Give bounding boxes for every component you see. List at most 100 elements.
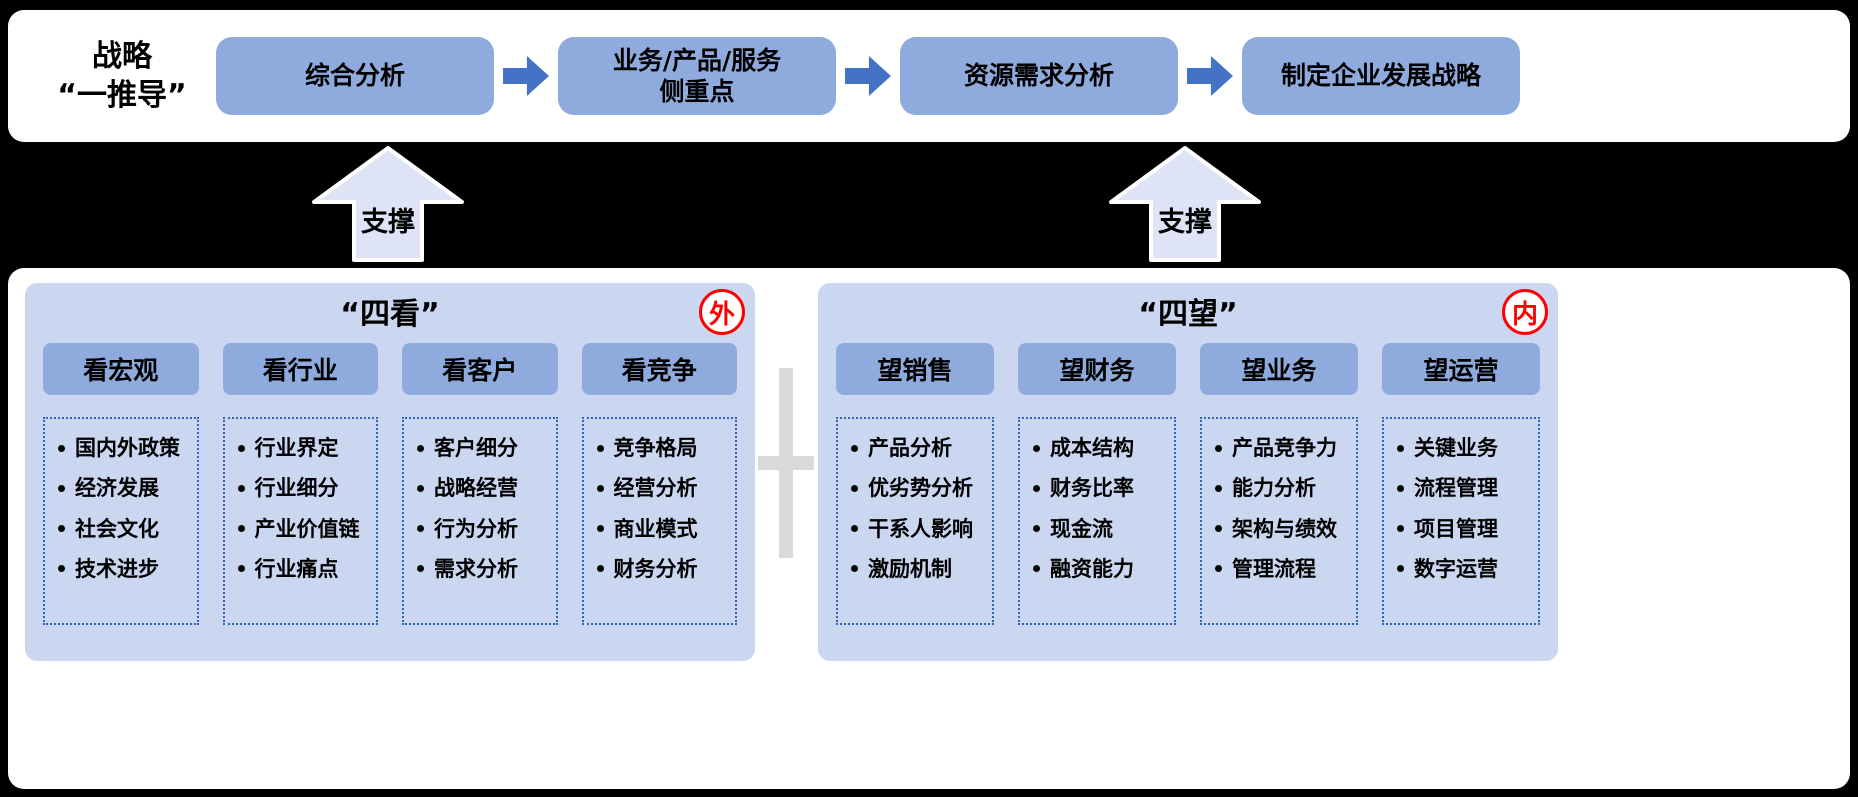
bullet-icon <box>237 525 245 533</box>
column-items: 竞争格局 经营分析 商业模式 财务分析 <box>581 417 737 625</box>
list-item: 产品分析 <box>851 435 986 461</box>
column-items: 客户细分 战略经营 行为分析 需求分析 <box>402 417 558 625</box>
list-item: 经营分析 <box>596 475 730 501</box>
bullet-icon <box>1397 444 1404 452</box>
list-item: 需求分析 <box>417 556 550 582</box>
support-label: 支撑 <box>361 207 415 238</box>
list-item-text: 经营分析 <box>613 476 698 501</box>
bullet-icon <box>851 444 858 452</box>
list-item-text: 激励机制 <box>868 556 952 581</box>
bullet-icon <box>596 444 604 452</box>
bullet-icon <box>1033 484 1040 492</box>
list-item-text: 架构与绩效 <box>1232 516 1337 541</box>
column-items: 产品分析 优劣势分析 干系人影响 激励机制 <box>836 417 994 625</box>
flow-step-resource-demand-analysis: 资源需求分析 <box>900 37 1178 115</box>
list-item: 财务分析 <box>596 556 730 582</box>
strategy-label: 战略 “一推导” <box>36 37 208 115</box>
list-item: 财务比率 <box>1033 475 1168 501</box>
list-item: 产品竞争力 <box>1215 435 1350 461</box>
right-arrow-icon <box>845 56 891 96</box>
bullet-icon <box>417 444 424 452</box>
column-items: 产品竞争力 能力分析 架构与绩效 管理流程 <box>1200 417 1358 625</box>
column-see-competition: 看竞争 竞争格局 经营分析 商业模式 财务分析 <box>581 343 737 625</box>
column-header: 看行业 <box>222 343 378 395</box>
bullet-icon <box>1397 484 1404 492</box>
list-item-text: 经济发展 <box>75 476 159 501</box>
four-looks-columns: 看宏观 国内外政策 经济发展 社会文化 技术进步 看行业 行业界定 行业细分 产… <box>43 343 737 625</box>
bullet-icon <box>58 444 65 452</box>
right-arrow-icon <box>1187 56 1233 96</box>
list-item: 成本结构 <box>1033 435 1168 461</box>
list-item: 行业界定 <box>237 435 371 461</box>
four-views-columns: 望销售 产品分析 优劣势分析 干系人影响 激励机制 望财务 成本结构 财务比率 … <box>836 343 1540 625</box>
list-item: 行业痛点 <box>237 556 371 582</box>
internal-badge: 内 <box>1502 289 1548 335</box>
list-item-text: 产品分析 <box>868 436 952 460</box>
bullet-icon <box>237 484 245 492</box>
list-item-text: 管理流程 <box>1232 556 1316 581</box>
bullet-icon <box>417 525 424 533</box>
bullet-icon <box>58 484 65 492</box>
list-item: 干系人影响 <box>851 516 986 542</box>
external-badge: 外 <box>699 289 745 335</box>
up-arrow-icon <box>1109 146 1261 262</box>
support-label: 支撑 <box>1158 207 1212 238</box>
list-item: 行为分析 <box>417 516 550 542</box>
bullet-icon <box>58 525 65 533</box>
strategy-label-line2: “一推导” <box>57 78 187 113</box>
list-item: 激励机制 <box>851 556 986 582</box>
list-item-text: 行为分析 <box>434 516 518 541</box>
flow-step-business-product-service-focus: 业务/产品/服务 侧重点 <box>558 37 836 115</box>
bullet-icon <box>1033 525 1040 533</box>
column-items: 国内外政策 经济发展 社会文化 技术进步 <box>43 417 199 625</box>
column-header: 望财务 <box>1018 343 1176 395</box>
bullet-icon <box>1215 565 1222 573</box>
list-item-text: 产业价值链 <box>254 516 360 541</box>
bullet-icon <box>417 484 424 492</box>
analysis-section: “四看” 外 看宏观 国内外政策 经济发展 社会文化 技术进步 看行业 行业界定 <box>8 268 1850 789</box>
list-item: 产业价值链 <box>237 516 371 542</box>
list-item-text: 现金流 <box>1050 516 1113 541</box>
list-item: 关键业务 <box>1397 435 1532 461</box>
bullet-icon <box>1033 565 1040 573</box>
list-item-text: 行业痛点 <box>254 556 339 581</box>
strategy-flow-section: 战略 “一推导” 综合分析 业务/产品/服务 侧重点 资源需求分析 制定企业发展… <box>8 10 1850 142</box>
bullet-icon <box>851 525 858 533</box>
column-header: 望业务 <box>1200 343 1358 395</box>
list-item: 商业模式 <box>596 516 730 542</box>
bullet-icon <box>1215 444 1222 452</box>
column-view-operations: 望运营 关键业务 流程管理 项目管理 数字运营 <box>1382 343 1540 625</box>
column-header: 看宏观 <box>43 343 199 395</box>
list-item: 国内外政策 <box>58 435 191 461</box>
four-looks-panel: “四看” 外 看宏观 国内外政策 经济发展 社会文化 技术进步 看行业 行业界定 <box>25 283 755 661</box>
right-arrow-icon <box>503 56 549 96</box>
column-view-business: 望业务 产品竞争力 能力分析 架构与绩效 管理流程 <box>1200 343 1358 625</box>
list-item: 项目管理 <box>1397 516 1532 542</box>
list-item-text: 客户细分 <box>434 436 518 460</box>
panel-title: “四望” <box>1138 297 1238 332</box>
column-items: 成本结构 财务比率 现金流 融资能力 <box>1018 417 1176 625</box>
list-item: 社会文化 <box>58 516 191 542</box>
bullet-icon <box>596 484 604 492</box>
bullet-icon <box>1033 444 1040 452</box>
column-header: 望运营 <box>1382 343 1540 395</box>
bullet-icon <box>851 484 858 492</box>
list-item: 流程管理 <box>1397 475 1532 501</box>
list-item: 现金流 <box>1033 516 1168 542</box>
list-item: 竞争格局 <box>596 435 730 461</box>
list-item: 数字运营 <box>1397 556 1532 582</box>
panel-title: “四看” <box>340 297 440 332</box>
list-item-text: 产品竞争力 <box>1232 436 1337 460</box>
list-item: 客户细分 <box>417 435 550 461</box>
list-item: 能力分析 <box>1215 475 1350 501</box>
column-see-macro: 看宏观 国内外政策 经济发展 社会文化 技术进步 <box>43 343 199 625</box>
strategy-flow: 综合分析 业务/产品/服务 侧重点 资源需求分析 制定企业发展战略 <box>216 37 1520 115</box>
list-item-text: 干系人影响 <box>868 516 973 541</box>
list-item-text: 项目管理 <box>1414 516 1498 541</box>
list-item: 融资能力 <box>1033 556 1168 582</box>
plus-icon-horizontal-bar <box>758 456 814 470</box>
list-item-text: 数字运营 <box>1414 556 1498 581</box>
column-see-customer: 看客户 客户细分 战略经营 行为分析 需求分析 <box>402 343 558 625</box>
list-item: 技术进步 <box>58 556 191 582</box>
bullet-icon <box>596 525 604 533</box>
